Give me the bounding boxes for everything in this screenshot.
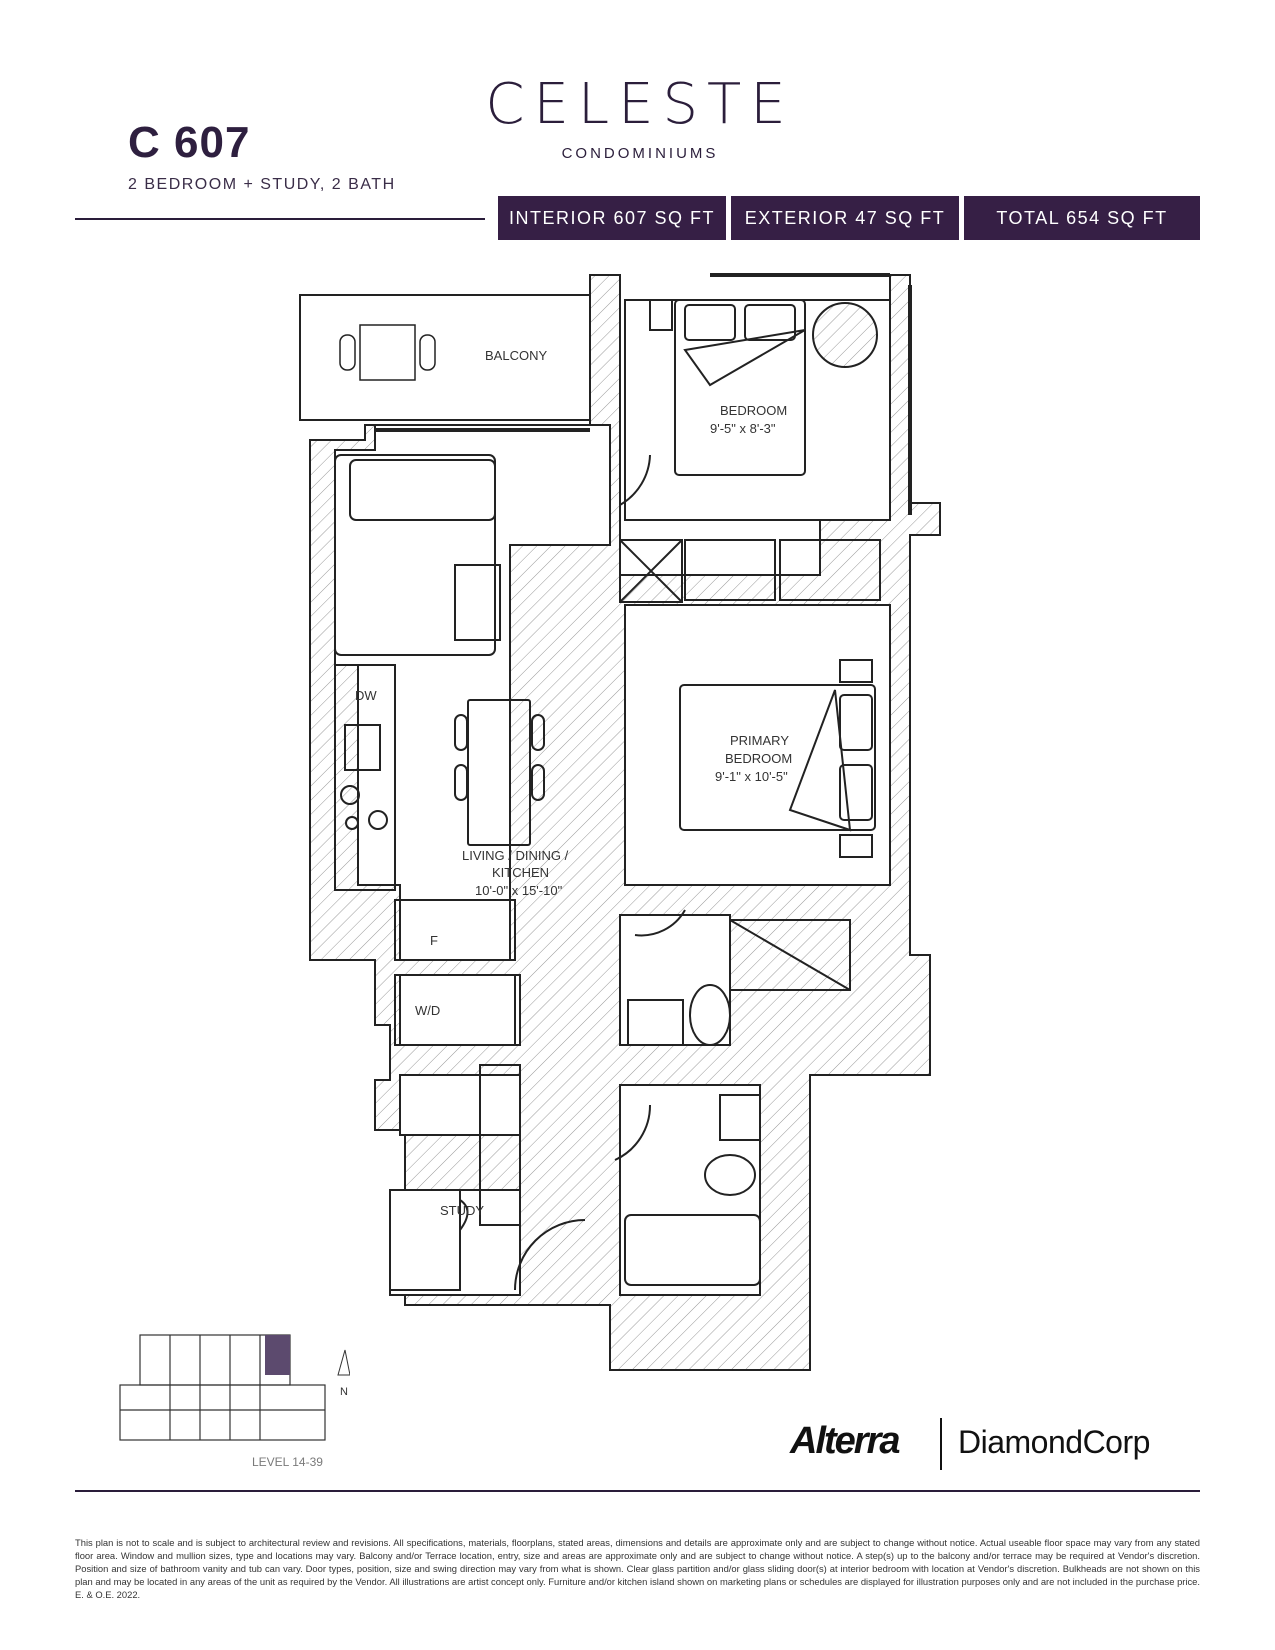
floor-plan: BALCONY BEDROOM 9'-5" x 8'-3" PRIMARY BE… [299, 273, 941, 1371]
north-arrow-label: N [340, 1386, 348, 1398]
washer-dryer-label: W/D [415, 1003, 440, 1018]
key-plan: N [119, 1334, 350, 1441]
balcony-label: BALCONY [485, 348, 547, 363]
living-label-1: LIVING / DINING / [462, 848, 569, 863]
logo-divider [940, 1418, 942, 1470]
highlighted-unit [265, 1335, 290, 1375]
brand-name: CELESTE [485, 72, 795, 137]
primary-bedroom-label-1: PRIMARY [730, 733, 789, 748]
diamondcorp-logo: DiamondCorp [958, 1424, 1150, 1460]
study-label: STUDY [440, 1203, 484, 1218]
primary-bedroom-label-2: BEDROOM [725, 751, 792, 766]
unit-name: C 607 [128, 118, 251, 167]
living-size: 10'-0" x 15'-10" [475, 883, 563, 898]
level-label: LEVEL 14-39 [252, 1455, 323, 1469]
alterra-logo: Alterra [790, 1420, 900, 1462]
disclaimer-text: This plan is not to scale and is subject… [75, 1537, 1200, 1600]
footer-rule [75, 1490, 1200, 1492]
unit-type: 2 BEDROOM + STUDY, 2 BATH [128, 176, 396, 193]
exterior-area-badge: EXTERIOR 47 SQ FT [731, 196, 959, 240]
fridge-label: F [430, 933, 438, 948]
primary-bedroom-size: 9'-1" x 10'-5" [715, 769, 788, 784]
header-rule [75, 218, 485, 220]
brand-subtitle: CONDOMINIUMS [561, 145, 719, 162]
bedroom-size: 9'-5" x 8'-3" [710, 421, 776, 436]
dishwasher-label: DW [355, 688, 377, 703]
living-label-2: KITCHEN [492, 865, 549, 880]
bedroom-label: BEDROOM [720, 403, 787, 418]
total-area-badge: TOTAL 654 SQ FT [964, 196, 1200, 240]
interior-area-badge: INTERIOR 607 SQ FT [498, 196, 726, 240]
